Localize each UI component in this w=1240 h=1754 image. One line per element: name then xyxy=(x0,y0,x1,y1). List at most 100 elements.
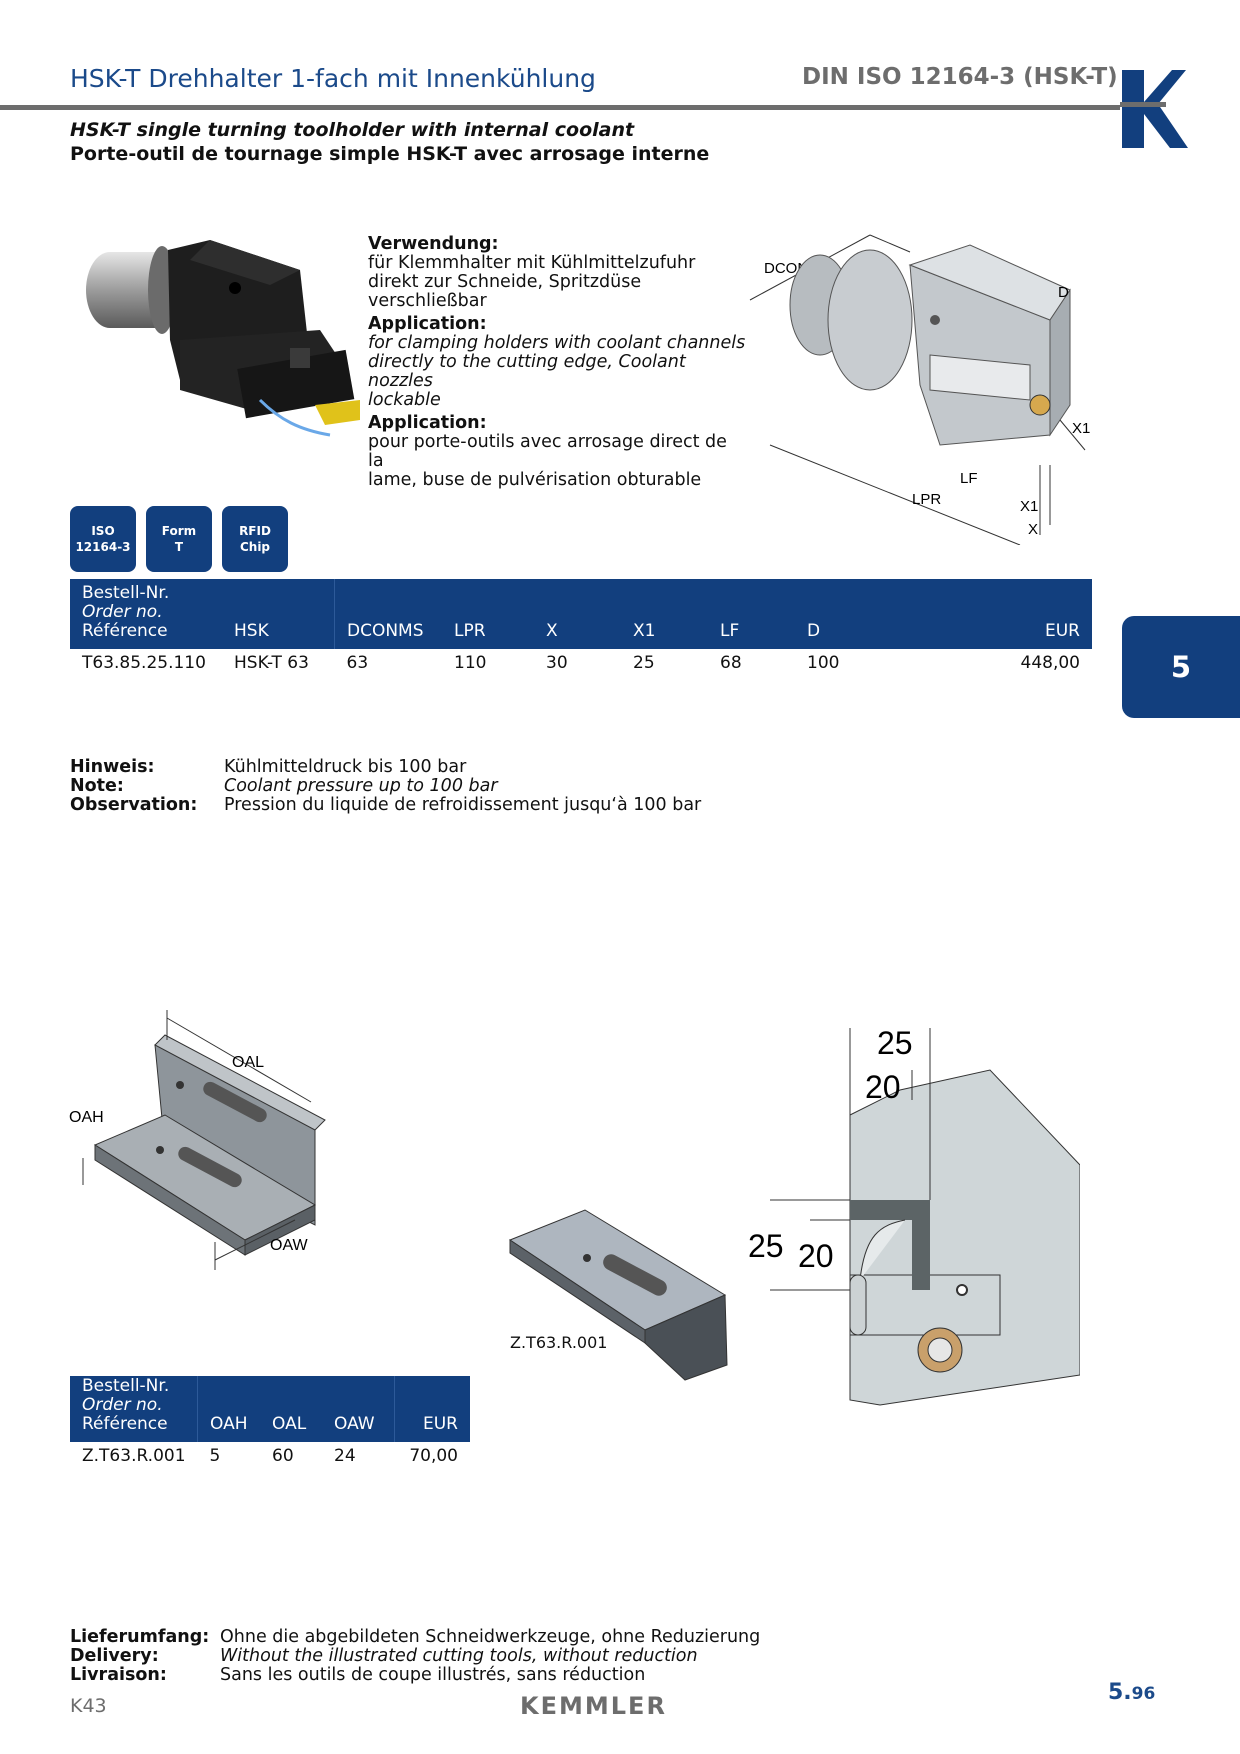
delivery-label: Lieferumfang: xyxy=(70,1627,210,1647)
table-header-row: Bestell-Nr. Order no. Référence HSK DCON… xyxy=(70,579,1092,649)
desc-fr-line: lame, buse de pulvérisation obturable xyxy=(368,470,702,490)
bracket-part-photo xyxy=(508,1209,728,1381)
dim-25-side: 25 xyxy=(748,1228,784,1264)
label-oal: OAL xyxy=(232,1054,264,1071)
table-header-row: Bestell-Nr. Order no. Référence OAH OAL … xyxy=(70,1376,470,1442)
col-header: OAL xyxy=(272,1414,307,1434)
dim-25-top: 25 xyxy=(877,1025,913,1061)
bracket-table: Bestell-Nr. Order no. Référence OAH OAL … xyxy=(70,1376,470,1466)
col-order-no: Bestell-Nr. Order no. Référence xyxy=(70,1376,198,1442)
section-tab: 5 xyxy=(1122,616,1240,718)
badge-line: ISO xyxy=(91,524,115,538)
note-text: Kühlmitteldruck bis 100 bar xyxy=(224,757,467,777)
badge-rfid: RFID Chip xyxy=(222,506,288,572)
col-header: X xyxy=(546,621,558,641)
desc-de-line: für Klemmhalter mit Kühlmittelzufuhr xyxy=(368,253,696,273)
subtitle-fr: Porte-outil de tournage simple HSK-T ave… xyxy=(70,143,710,165)
cell: 30 xyxy=(546,653,568,673)
col-header: LPR xyxy=(454,621,486,641)
note-text: Coolant pressure up to 100 bar xyxy=(224,776,498,796)
badge-line: 12164-3 xyxy=(75,540,131,554)
desc-de-line: direkt zur Schneide, Spritzdüse xyxy=(368,272,642,292)
delivery-label: Delivery: xyxy=(70,1646,159,1666)
col-header: HSK xyxy=(234,621,269,641)
label-x1-bottom: X1 xyxy=(1020,498,1038,515)
delivery-text: Ohne die abgebildeten Schneidwerkzeuge, … xyxy=(220,1627,761,1647)
badge-line: Chip xyxy=(239,540,271,554)
header-rule xyxy=(0,105,1120,110)
page-number: 5.96 xyxy=(1108,1680,1155,1705)
desc-en-label: Application: xyxy=(368,314,487,334)
cell: T63.85.25.110 xyxy=(82,653,206,673)
desc-fr-label: Application: xyxy=(368,413,487,433)
cell: HSK-T 63 xyxy=(234,653,309,673)
col-header: OAW xyxy=(334,1414,375,1434)
cell: 70,00 xyxy=(409,1446,458,1466)
label-oaw: OAW xyxy=(270,1237,309,1254)
header-text: Bestell-Nr. xyxy=(82,583,170,603)
header-text: Order no. xyxy=(82,1395,163,1415)
label-d: D xyxy=(1058,284,1069,301)
footer-brand-logo: KEMMLER xyxy=(520,1692,667,1720)
cell: 5 xyxy=(209,1446,221,1466)
desc-fr-line: pour porte-outils avec arrosage direct d… xyxy=(368,432,727,471)
col-order-no: Bestell-Nr. Order no. Référence xyxy=(70,579,222,649)
note-label: Note: xyxy=(70,776,124,796)
header-text: Référence xyxy=(82,1414,168,1434)
cell: Z.T63.R.001 xyxy=(82,1446,186,1466)
holder-dimension-drawing: DCONMS D X1 LF LPR X1 X xyxy=(749,234,1090,545)
badge-form: Form T xyxy=(146,506,212,572)
part-label: Z.T63.R.001 xyxy=(510,1333,608,1352)
badge-iso: ISO 12164-3 xyxy=(70,506,136,572)
kemmler-k-logo-icon xyxy=(1120,70,1188,148)
holder-table: Bestell-Nr. Order no. Référence HSK DCON… xyxy=(70,579,1092,673)
label-lpr: LPR xyxy=(912,491,941,508)
delivery-block: Lieferumfang: Ohne die abgebildeten Schne… xyxy=(70,1628,760,1685)
header-text: Référence xyxy=(82,621,168,641)
col-header: D xyxy=(807,621,821,641)
page-title: HSK-T Drehhalter 1-fach mit Innenkühlung xyxy=(70,64,596,93)
label-lf: LF xyxy=(960,470,978,487)
standard-title: DIN ISO 12164-3 (HSK-T) xyxy=(802,64,1118,90)
delivery-text: Without the illustrated cutting tools, w… xyxy=(220,1646,698,1666)
table-row: Z.T63.R.001 5 60 24 70,00 xyxy=(70,1442,470,1466)
cell: 100 xyxy=(807,653,840,673)
badge-line: Form xyxy=(161,524,197,538)
label-oah: OAH xyxy=(69,1109,104,1126)
col-header: DCONMS xyxy=(334,579,442,649)
toolholder-photo xyxy=(86,240,360,437)
col-header: LF xyxy=(720,621,740,641)
badge-line: T xyxy=(174,540,184,554)
desc-de-label: Verwendung: xyxy=(368,234,499,254)
cell: 110 xyxy=(454,653,487,673)
note-label: Observation: xyxy=(70,795,198,815)
note-block: Hinweis: Kühlmitteldruck bis 100 bar Note… xyxy=(70,758,701,815)
col-header: X1 xyxy=(633,621,656,641)
label-x1-right: X1 xyxy=(1072,420,1090,437)
dim-20-side: 20 xyxy=(798,1238,834,1274)
cell: 24 xyxy=(334,1446,356,1466)
header-text: Order no. xyxy=(82,602,163,622)
badge-line: RFID xyxy=(239,524,271,538)
bracket-dimension-drawing: OAL OAH OAW xyxy=(69,1010,326,1270)
cell: 448,00 xyxy=(1020,653,1080,673)
col-header: EUR xyxy=(394,1376,470,1442)
description-block: Verwendung: für Klemmhalter mit Kühlmitt… xyxy=(368,235,748,490)
cell: 63 xyxy=(346,653,369,673)
header-text: Bestell-Nr. xyxy=(82,1376,170,1396)
desc-de-line: verschließbar xyxy=(368,291,487,311)
page-number-sub: 96 xyxy=(1131,1684,1156,1704)
note-label: Hinweis: xyxy=(70,757,155,777)
desc-en-line: directly to the cutting edge, Coolant no… xyxy=(368,352,686,391)
cell: 68 xyxy=(720,653,742,673)
cell: 25 xyxy=(633,653,655,673)
dim-20-top: 20 xyxy=(865,1069,901,1105)
label-x: X xyxy=(1028,521,1038,538)
delivery-text: Sans les outils de coupe illustrés, sans… xyxy=(220,1665,646,1685)
note-text: Pression du liquide de refroidissement j… xyxy=(224,795,702,815)
cell: 60 xyxy=(272,1446,294,1466)
table-row: T63.85.25.110 HSK-T 63 63 110 30 25 68 1… xyxy=(70,649,1092,673)
desc-en-line: for clamping holders with coolant channe… xyxy=(368,333,746,353)
page-number-main: 5. xyxy=(1108,1680,1132,1705)
col-header: EUR xyxy=(1045,621,1080,641)
